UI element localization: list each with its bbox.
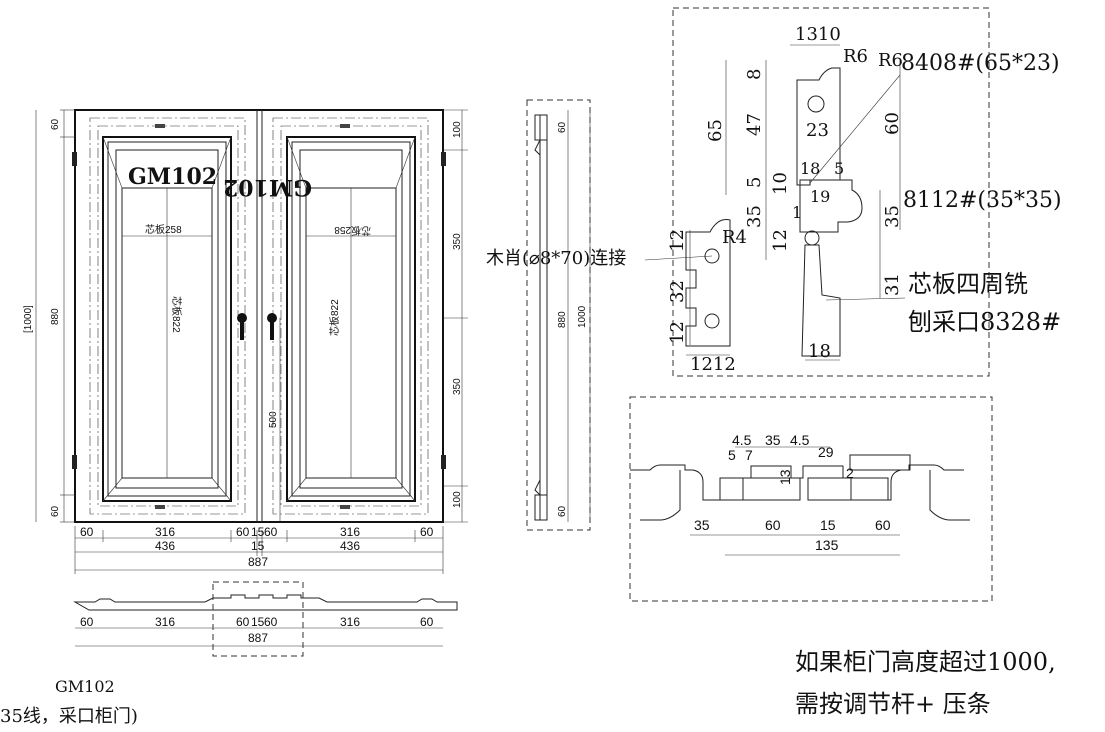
sd-4-5b: 4.5 xyxy=(790,432,810,448)
dim-right-100-bottom: 100 xyxy=(452,491,463,508)
profile-detail: 1310 R6 R6 8408#(65*23) 8 65 47 23 60 5 … xyxy=(486,7,1062,377)
dim-bottom-436-b: 436 xyxy=(340,539,360,553)
pd-panel-note-2: 刨采口8328# xyxy=(908,308,1061,336)
sd-7: 7 xyxy=(745,447,753,463)
dim-mid-500: 500 xyxy=(268,411,279,428)
dim-left-880: 880 xyxy=(50,308,61,325)
sec-dim-60-d: 60 xyxy=(420,615,434,629)
dim-bottom-15: 15 xyxy=(251,525,265,539)
sec-dim-887: 887 xyxy=(248,631,268,645)
pd-spec1: 8408#(65*23) xyxy=(901,51,1060,76)
pd-35a: 35 xyxy=(744,205,765,228)
dim-bottom-60-a: 60 xyxy=(80,525,94,539)
sd-5: 5 xyxy=(728,447,736,463)
door-section-small: 60 316 60 15 60 316 60 887 xyxy=(73,581,458,657)
dim-bottom-15-b: 15 xyxy=(251,539,265,553)
pd-35b: 35 xyxy=(882,205,903,228)
sec-dim-60-b: 60 xyxy=(236,615,250,629)
caption-note: 35线，采口柜门) xyxy=(0,706,138,727)
sd-4-5a: 4.5 xyxy=(732,432,752,448)
side-dim-60-bottom: 60 xyxy=(557,505,568,517)
footer-note-line2: 需按调节杆+ 压条 xyxy=(795,690,991,718)
sd-15: 15 xyxy=(820,517,836,533)
dim-bottom-316-a: 316 xyxy=(155,525,175,539)
dim-bottom-60-c: 60 xyxy=(264,525,278,539)
sec-dim-60-c: 60 xyxy=(264,615,278,629)
side-dim-880: 880 xyxy=(557,311,568,328)
dim-left-60-bottom: 60 xyxy=(50,505,61,517)
left-knob-icon xyxy=(237,313,247,340)
pd-r6b: R6 xyxy=(878,50,903,71)
dim-right-350-b: 350 xyxy=(452,378,463,395)
pd-1310: 1310 xyxy=(795,24,841,45)
panel-width-label-left: 芯板258 xyxy=(145,223,182,236)
panel-height-label-right: 芯板822 xyxy=(328,299,341,336)
pd-r6a: R6 xyxy=(843,46,868,67)
door-model-label-right: GM102 xyxy=(223,174,312,200)
pd-32: 32 xyxy=(667,280,688,303)
pd-12a: 12 xyxy=(667,229,688,252)
pd-12b: 12 xyxy=(770,229,791,252)
pd-5: 5 xyxy=(744,177,765,188)
sd-60a: 60 xyxy=(765,517,781,533)
pd-60: 60 xyxy=(882,112,903,135)
sec-dim-316-a: 316 xyxy=(155,615,175,629)
dim-bottom-60-d: 60 xyxy=(420,525,434,539)
dim-bottom-436-a: 436 xyxy=(155,539,175,553)
pd-18b: 18 xyxy=(808,341,831,362)
pd-23: 23 xyxy=(806,120,829,141)
pd-10: 10 xyxy=(770,172,791,195)
sec-dim-316-b: 316 xyxy=(340,615,360,629)
door-model-label-left: GM102 xyxy=(128,164,217,190)
section-detail: 4.5 35 4.5 5 7 29 13 2 35 60 15 60 135 xyxy=(629,396,993,602)
sd-135: 135 xyxy=(815,537,839,553)
sd-35b: 35 xyxy=(694,517,710,533)
pd-r4: R4 xyxy=(722,227,747,248)
sd-60b: 60 xyxy=(875,517,891,533)
pd-1212: 1212 xyxy=(690,354,736,375)
right-knob-icon xyxy=(267,313,277,340)
dim-right-100-top: 100 xyxy=(452,121,463,138)
door-elevation: GM102 GM102 芯板258 芯板258 芯板822 芯板822 60 8… xyxy=(23,109,468,574)
pd-dowel-note: 木肖(⌀8*70)连接 xyxy=(486,248,626,269)
panel-height-label-left: 芯板822 xyxy=(170,296,183,333)
pd-8: 8 xyxy=(744,69,765,80)
dim-bottom-887: 887 xyxy=(248,555,268,569)
pd-65: 65 xyxy=(705,119,726,142)
sd-35: 35 xyxy=(765,432,781,448)
dim-bottom-316-b: 316 xyxy=(340,525,360,539)
sd-13: 13 xyxy=(777,469,793,485)
panel-width-label-right: 芯板258 xyxy=(334,224,371,237)
pd-47: 47 xyxy=(744,113,765,136)
sec-dim-60-a: 60 xyxy=(80,615,94,629)
pd-panel-note-1: 芯板四周铣 xyxy=(908,270,1028,298)
pd-1: 1 xyxy=(792,203,802,222)
pd-31: 31 xyxy=(882,273,903,296)
dim-left-total: [1000] xyxy=(23,305,34,333)
dim-left-60-top: 60 xyxy=(50,118,61,130)
pd-19: 19 xyxy=(810,187,830,206)
footer-note-line1: 如果柜门高度超过1000, xyxy=(795,648,1056,676)
side-dim-1000: 1000 xyxy=(577,305,588,328)
door-side-view: 60 880 1000 60 xyxy=(526,99,591,531)
sec-dim-15: 15 xyxy=(251,615,265,629)
dim-right-350-a: 350 xyxy=(452,233,463,250)
pd-18: 18 xyxy=(800,159,820,178)
sd-2: 2 xyxy=(846,465,854,481)
dim-bottom-60-b: 60 xyxy=(236,525,250,539)
pd-5b: 5 xyxy=(834,159,844,178)
sd-29: 29 xyxy=(818,444,834,460)
pd-12c: 12 xyxy=(667,321,688,344)
caption-model: GM102 xyxy=(55,677,115,696)
side-dim-60-top: 60 xyxy=(557,121,568,133)
pd-spec2: 8112#(35*35) xyxy=(903,188,1062,213)
